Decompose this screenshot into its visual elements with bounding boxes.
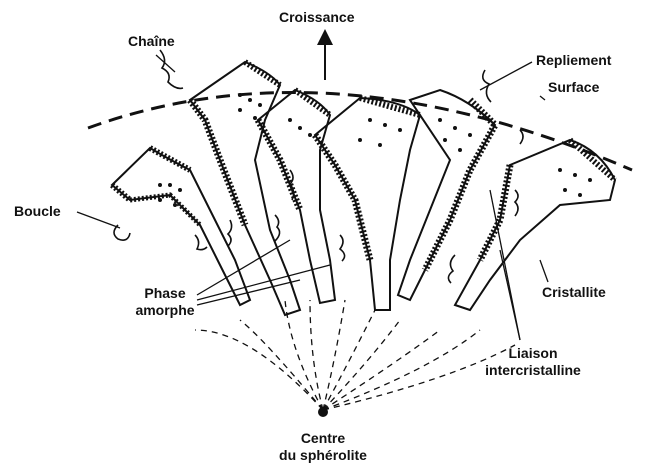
label-liaison-intercristalline: Liaison intercristalline <box>463 345 603 379</box>
label-croissance: Croissance <box>279 9 354 26</box>
label-phase-line1: Phase <box>120 285 210 302</box>
label-repliement: Repliement <box>536 52 611 69</box>
label-cristallite: Cristallite <box>542 284 606 301</box>
label-phase-amorphe: Phase amorphe <box>120 285 210 319</box>
lamella-3 <box>258 90 335 303</box>
label-centre-spherulite: Centre du sphérolite <box>263 430 383 464</box>
label-liaison-line1: Liaison <box>463 345 603 362</box>
lamella-5 <box>398 90 495 300</box>
fold-marks <box>158 93 592 207</box>
label-centre-line1: Centre <box>263 430 383 447</box>
lamella-1 <box>112 148 250 305</box>
label-boucle: Boucle <box>14 203 61 220</box>
label-chaine: Chaîne <box>128 33 175 50</box>
label-liaison-line2: intercristalline <box>463 362 603 379</box>
center-dot-icon <box>318 407 328 417</box>
label-surface: Surface <box>548 79 599 96</box>
amorphous-chains <box>114 50 523 283</box>
label-centre-line2: du sphérolite <box>263 447 383 464</box>
label-phase-line2: amorphe <box>120 302 210 319</box>
